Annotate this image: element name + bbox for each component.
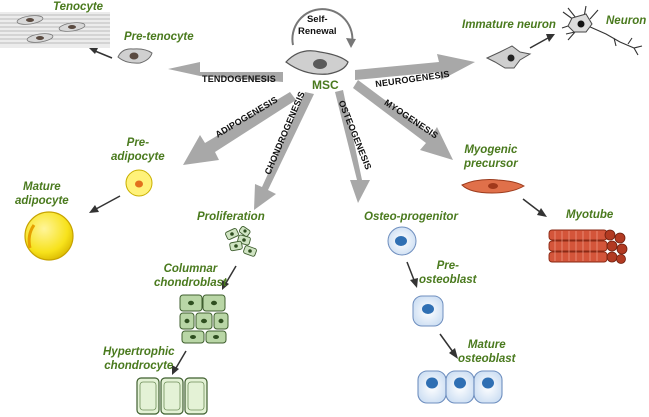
- myotube-label: Myotube: [566, 209, 614, 221]
- hypertrophic-chondrocyte-cells: [136, 377, 208, 415]
- hypertrophic-inner: [139, 381, 205, 411]
- tendogenesis-label: TENDOGENESIS: [202, 74, 276, 84]
- myogenic-line-1: Myogenic: [464, 144, 518, 156]
- self-renewal-line-2: Renewal: [298, 26, 337, 37]
- columnar-line-2: chondroblast: [154, 277, 227, 289]
- mature-osteoblast-line-2: osteoblast: [458, 353, 516, 365]
- neuron-soma: [567, 13, 593, 33]
- arrow-columnar-to-hypertrophic: [172, 350, 187, 375]
- proliferation-nuclei: [230, 229, 252, 253]
- proliferation-cells: [225, 226, 257, 257]
- arrow-prolif-to-columnar: [222, 265, 237, 290]
- pre-adipocyte-line-1: Pre-: [126, 137, 150, 149]
- mature-adipocyte-cell: [24, 211, 74, 261]
- pre-osteoblast-cell: [412, 295, 444, 327]
- columnar-line-1: Columnar: [163, 263, 218, 275]
- neuron-cell: [561, 5, 643, 56]
- columnar-chondroblast-label: Columnar chondroblast: [154, 262, 227, 290]
- tenocyte-label: Tenocyte: [53, 1, 104, 13]
- arrow-immature-to-neuron: [529, 34, 555, 49]
- neuron-label: Neuron: [606, 15, 647, 27]
- hypertrophic-line-1: Hypertrophic: [103, 346, 175, 358]
- osteo-progenitor-label: Osteo-progenitor: [364, 211, 458, 223]
- pre-osteoblast-line-1: Pre-: [436, 260, 459, 272]
- osteo-progenitor-cell: [387, 226, 417, 256]
- self-renewal-line-1: Self-: [306, 14, 328, 25]
- msc-cell: [285, 50, 349, 75]
- mature-osteoblast-nuclei: [426, 377, 494, 389]
- myogenic-precursor-cell: [461, 179, 526, 194]
- hypertrophic-chondrocyte-label: Hypertrophic chondrocyte: [103, 345, 175, 373]
- pre-osteoblast-line-2: osteoblast: [419, 274, 477, 286]
- mature-osteoblast-line-1: Mature: [467, 339, 506, 351]
- arrow-preosteo-to-mature: [439, 333, 458, 359]
- hypertrophic-line-2: chondrocyte: [104, 360, 174, 372]
- pre-adipocyte-line-2: adipocyte: [111, 151, 165, 163]
- self-renewal-loop: [291, 8, 356, 48]
- myogenic-line-2: precursor: [464, 158, 518, 170]
- msc-label: MSC: [312, 78, 339, 92]
- pre-tenocyte-cell: [117, 48, 153, 64]
- mature-osteoblast-label: Mature osteoblast: [458, 338, 516, 366]
- arrow-preadipo-to-mature: [89, 195, 121, 213]
- columnar-nuclei: [184, 300, 224, 339]
- immature-neuron-cell: [485, 45, 532, 69]
- mature-adipocyte-line-2: adipocyte: [15, 195, 69, 207]
- self-renewal-label: Self- Renewal: [298, 14, 337, 38]
- myogenic-precursor-label: Myogenic precursor: [464, 143, 518, 171]
- pre-osteoblast-label: Pre- osteoblast: [419, 259, 477, 287]
- mature-adipocyte-label: Mature adipocyte: [15, 180, 69, 208]
- mature-adipocyte-line-1: Mature: [22, 181, 61, 193]
- arrow-pretenocyte-to-tenocyte: [89, 48, 113, 59]
- pre-adipocyte-cell: [125, 169, 153, 197]
- immature-neuron-label: Immature neuron: [462, 19, 556, 31]
- arrow-myoprec-to-myotube: [522, 198, 547, 217]
- pre-tenocyte-label: Pre-tenocyte: [124, 31, 194, 43]
- myotube-bundle: [548, 229, 628, 264]
- pre-adipocyte-label: Pre- adipocyte: [111, 136, 165, 164]
- big-pathway-arrows: [168, 54, 475, 210]
- tenocyte-tissue: [0, 12, 110, 48]
- arrow-osteoprog-to-preosteo: [406, 261, 418, 288]
- proliferation-label: Proliferation: [197, 211, 265, 223]
